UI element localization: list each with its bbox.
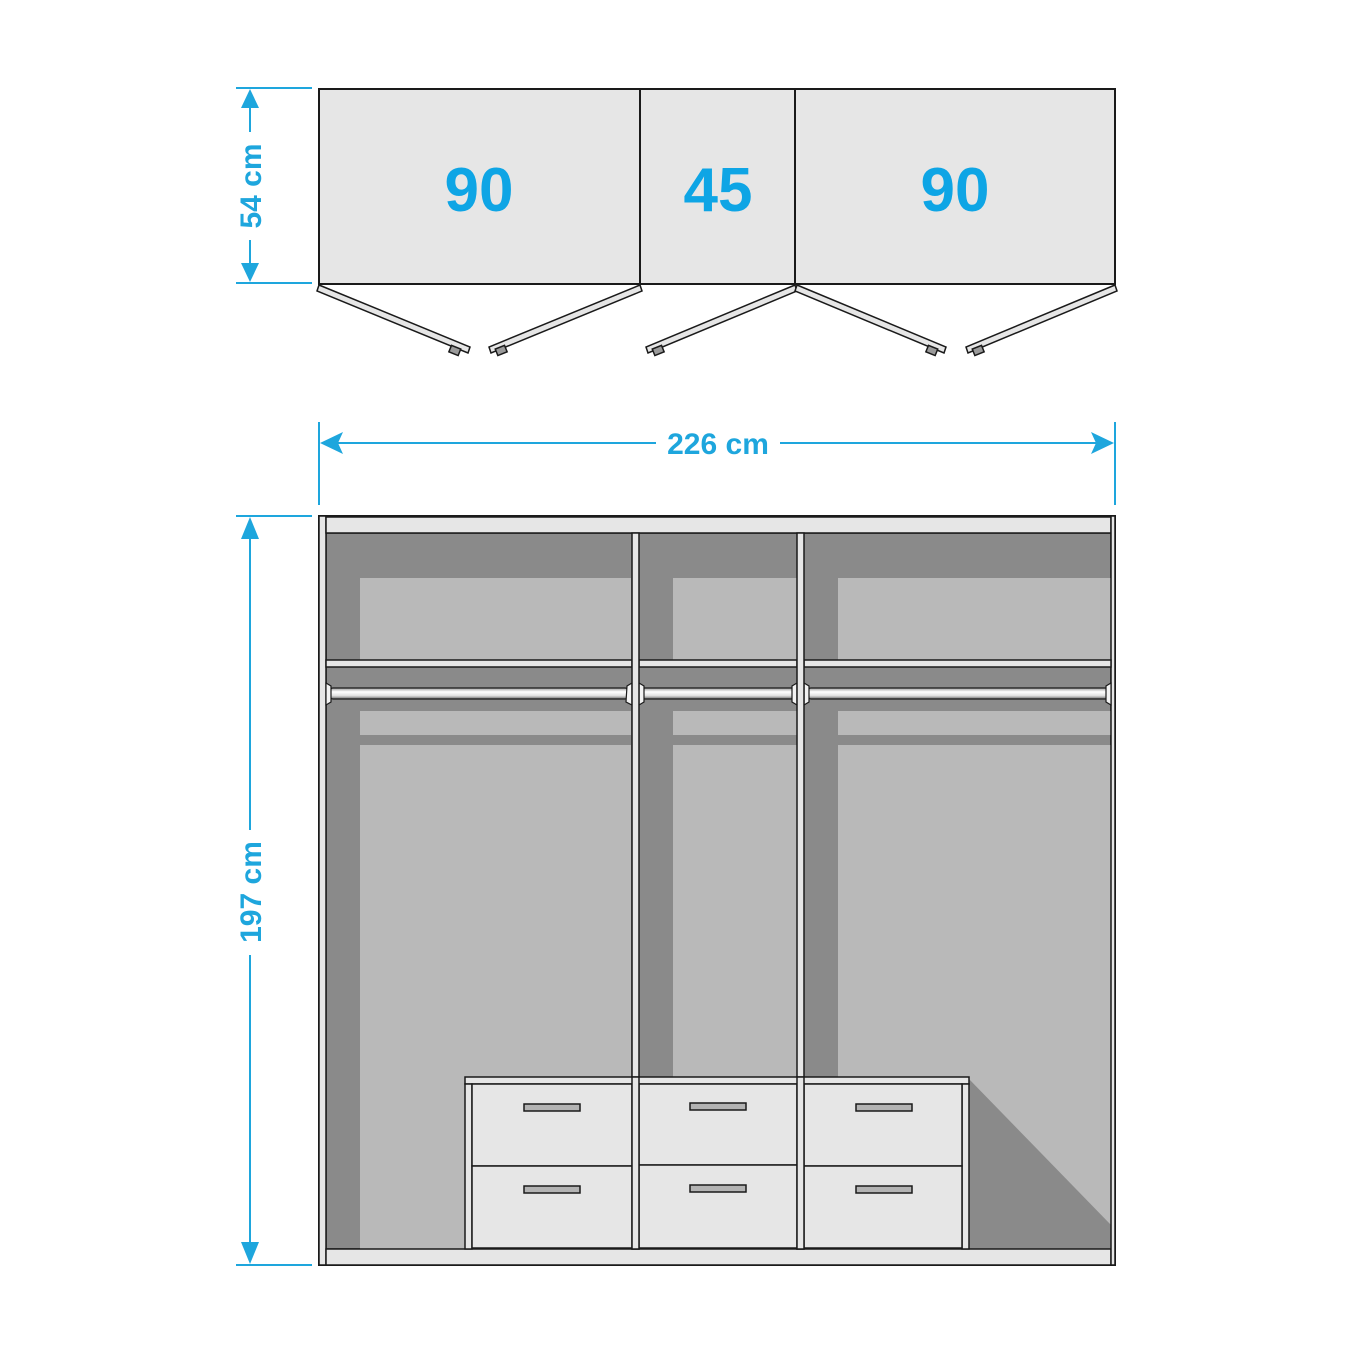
drawer-handle: [689, 1184, 747, 1193]
drawer-unit: [464, 1076, 970, 1250]
height-label: 197 cm: [235, 841, 268, 943]
height-dimension: [236, 515, 312, 1266]
shelves: [325, 659, 1112, 668]
drawer-1-2: [638, 1083, 798, 1166]
door-2: [488, 284, 643, 357]
open-doors: [316, 283, 1118, 357]
arrow-left-icon: [320, 432, 343, 454]
shadow: [968, 1078, 1111, 1249]
door-1: [316, 284, 471, 357]
hanging-rail-1: [329, 687, 629, 700]
drawer-handle: [523, 1103, 581, 1112]
depth-dimension: [236, 87, 312, 284]
rail-bracket: [625, 681, 633, 706]
drawer-handle: [855, 1185, 913, 1194]
section-2-width-label: 45: [684, 156, 753, 225]
shelf-2: [638, 659, 798, 668]
drawer-unit-left-side: [464, 1083, 473, 1250]
section-3-width-label: 90: [921, 156, 990, 225]
arrow-up-icon: [241, 89, 259, 108]
drawer-1-1: [471, 1083, 633, 1167]
hanging-rails: [325, 681, 1112, 707]
top-view-cabinet: [318, 88, 1116, 285]
arrow-down-icon: [241, 263, 259, 282]
divider-2-overlay: [796, 1076, 805, 1250]
drawer-handle: [855, 1103, 913, 1112]
top-panel: [325, 516, 1112, 534]
section-1-width-label: 90: [445, 156, 514, 225]
drawer-handle: [523, 1185, 581, 1194]
section-3: [794, 88, 1116, 285]
drawer-handle: [689, 1102, 747, 1111]
drawer-unit-top: [464, 1076, 970, 1085]
bottom-panel: [325, 1248, 1112, 1266]
width-dimension: [318, 422, 1116, 505]
drawer-2-2: [638, 1164, 798, 1249]
right-side-panel: [1110, 515, 1116, 1266]
left-side-panel: [318, 515, 327, 1266]
front-view: [318, 515, 1116, 1266]
hanging-rail-3: [807, 687, 1109, 700]
hanging-rail-2: [641, 687, 795, 700]
drawer-1-3: [803, 1083, 963, 1167]
door-handle: [971, 344, 986, 357]
rail-bracket: [325, 681, 332, 707]
door-3: [645, 283, 798, 357]
arrow-down-icon: [241, 1242, 259, 1264]
door-handle: [494, 344, 509, 357]
drawer-unit-right-side: [961, 1083, 970, 1250]
door-5: [965, 283, 1118, 357]
width-label: 226 cm: [667, 428, 769, 461]
arrow-right-icon: [1091, 432, 1114, 454]
divider-1-overlay: [631, 1076, 640, 1250]
section-1: [318, 88, 641, 285]
door-handle: [924, 344, 939, 357]
drawer-2-1: [471, 1165, 633, 1249]
top-view: 54 cm 90 45 90: [235, 87, 1118, 357]
shelf-3: [803, 659, 1112, 668]
arrow-up-icon: [241, 517, 259, 539]
door-handle: [651, 344, 666, 357]
shelf-1: [325, 659, 633, 668]
depth-label: 54 cm: [235, 143, 268, 228]
door-handle: [447, 344, 462, 357]
door-4: [794, 283, 947, 357]
rail-bracket: [1105, 681, 1112, 707]
drawer-2-3: [803, 1165, 963, 1249]
